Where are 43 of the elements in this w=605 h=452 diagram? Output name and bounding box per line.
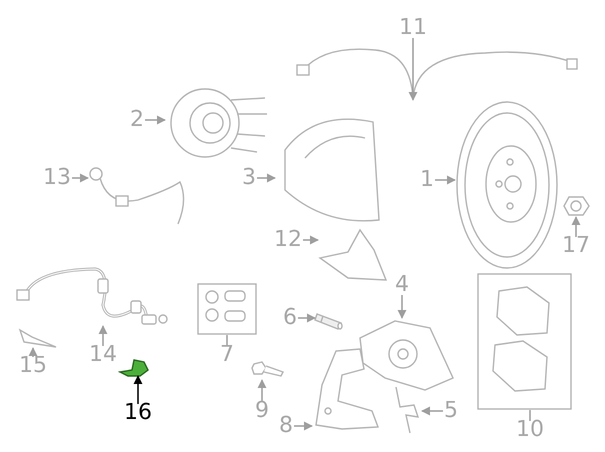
callout-number: 17 (562, 234, 590, 258)
callout-number: 13 (43, 166, 71, 190)
leader-arrow (398, 295, 406, 319)
callout-number: 3 (242, 166, 256, 190)
leader-arrow (421, 406, 443, 416)
callout-number: 15 (19, 354, 47, 378)
leader-arrow (72, 174, 89, 182)
callout-number: 1 (420, 168, 434, 192)
leader-line (529, 410, 531, 421)
brake-pad-box (477, 273, 572, 410)
bracket-drawing (18, 328, 58, 348)
leader-arrow (408, 38, 418, 101)
leader-arrow (572, 216, 580, 237)
leader-arrow (98, 325, 108, 346)
leader-line (226, 335, 228, 346)
leader-arrow (435, 176, 456, 184)
bolt-drawing (250, 360, 285, 380)
bracket-drawing (118, 358, 150, 376)
callout-number: 6 (283, 306, 297, 330)
leader-arrow (28, 347, 38, 357)
callout-number: 12 (274, 228, 302, 252)
callout-number: 16 (124, 401, 152, 425)
brake-rotor-drawing (455, 100, 560, 270)
guide-pin-drawing (315, 310, 345, 330)
leader-arrow (257, 174, 276, 182)
callout-number: 11 (399, 16, 427, 40)
splash-plate-drawing (318, 228, 388, 283)
leader-arrow (258, 379, 266, 402)
callout-number: 10 (516, 418, 544, 442)
callout-number: 9 (255, 399, 269, 423)
callout-number: 14 (89, 343, 117, 367)
nut-drawing (563, 195, 590, 217)
callout-number: 5 (444, 399, 458, 423)
callout-number: 8 (279, 414, 293, 438)
callout-number: 4 (395, 273, 409, 297)
leader-arrow (134, 375, 142, 404)
leader-arrow (298, 314, 316, 322)
leader-arrow (294, 422, 313, 430)
callout-number: 7 (220, 343, 234, 367)
pin-kit-box (197, 283, 257, 335)
leader-arrow (145, 116, 166, 124)
leader-arrow (303, 236, 319, 244)
callout-number: 2 (130, 108, 144, 132)
